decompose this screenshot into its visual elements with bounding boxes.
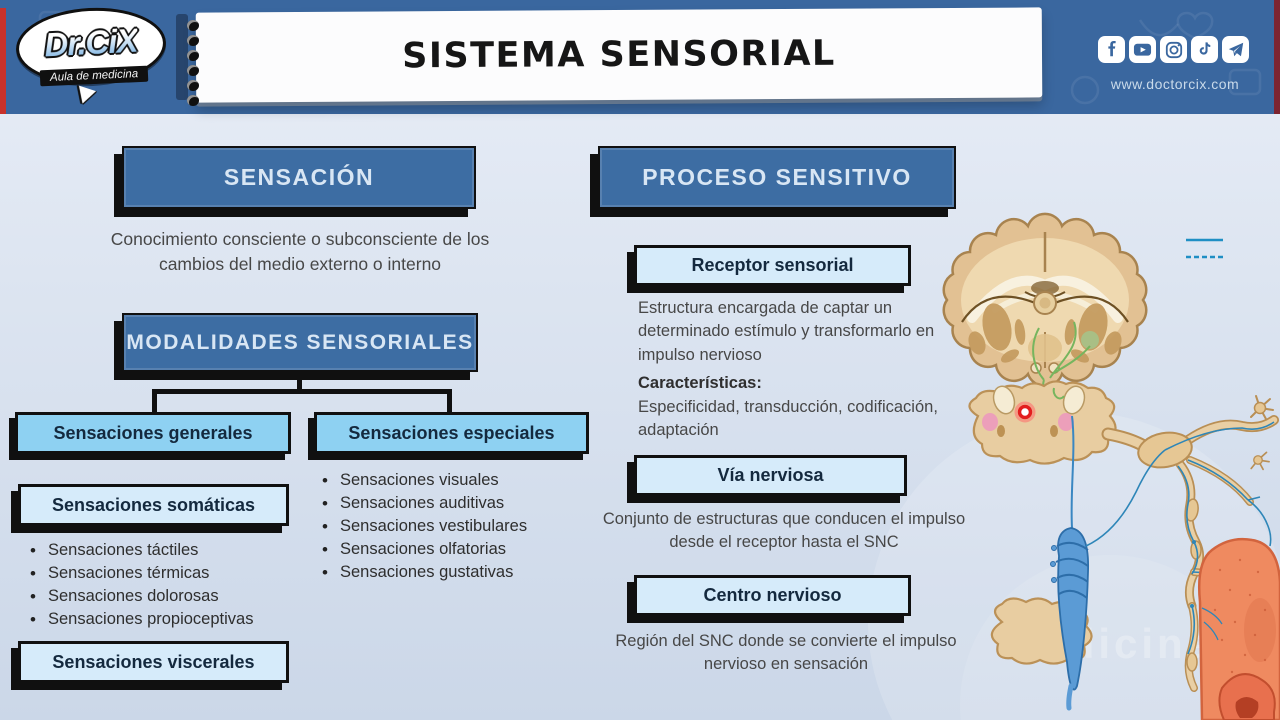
via-label: Vía nerviosa <box>717 465 824 485</box>
red-stripe-left <box>0 8 6 114</box>
list-item: Sensaciones gustativas <box>322 561 592 584</box>
logo-tagline: Aula de medicina <box>39 65 149 87</box>
receptor-box: Receptor sensorial <box>634 245 911 286</box>
logo-brand-text: Dr.CiX <box>43 22 138 71</box>
telegram-icon[interactable] <box>1222 36 1249 63</box>
viscerales-label: Sensaciones viscerales <box>52 651 255 672</box>
list-item: Sensaciones visuales <box>322 469 592 492</box>
tiktok-icon[interactable] <box>1191 36 1218 63</box>
modalidades-title: MODALIDADES SENSORIALES <box>126 330 474 354</box>
highlight-ring <box>1017 404 1033 420</box>
pathway-legend <box>1186 238 1223 259</box>
pons-section <box>968 380 1117 465</box>
instagram-icon[interactable] <box>1160 36 1187 63</box>
tongue <box>1198 537 1280 720</box>
connector-right-drop <box>447 389 452 413</box>
sensacion-header: SENSACIÓN <box>122 146 476 209</box>
generales-box: Sensaciones generales <box>15 412 291 454</box>
website-url[interactable]: www.doctorcix.com <box>1110 76 1240 92</box>
highlight-glow <box>1014 401 1036 423</box>
caracteristicas-label: Características: <box>638 374 762 392</box>
sensacion-title: SENSACIÓN <box>223 164 375 190</box>
spiral-binding <box>176 14 188 100</box>
generales-label: Sensaciones generales <box>53 422 253 443</box>
especiales-label: Sensaciones especiales <box>348 422 555 443</box>
connector-stem <box>297 372 302 392</box>
via-description: Conjunto de estructuras que conducen el … <box>602 510 966 552</box>
receptor-description: Estructura encargada de captar un determ… <box>638 299 935 364</box>
sensacion-description: Conocimiento consciente o subconsciente … <box>110 229 490 274</box>
centro-box: Centro nervioso <box>634 575 911 616</box>
viscerales-box: Sensaciones viscerales <box>18 641 289 683</box>
cortical-target-area <box>1081 331 1099 349</box>
facebook-icon[interactable] <box>1098 36 1125 63</box>
list-item: Sensaciones térmicas <box>30 562 300 585</box>
paper-banner: SISTEMA SENSORIAL <box>195 7 1043 103</box>
via-box: Vía nerviosa <box>634 455 907 496</box>
proceso-header: PROCESO SENSITIVO <box>598 146 956 209</box>
list-item: Sensaciones olfatorias <box>322 538 592 561</box>
connector-bar <box>152 389 452 394</box>
anatomy-illustration: medicina <box>942 212 1280 720</box>
logo-speech-tail <box>73 85 97 107</box>
somaticas-label: Sensaciones somáticas <box>51 494 256 515</box>
modalidades-header: MODALIDADES SENSORIALES <box>122 313 478 372</box>
spiral-hole <box>187 20 199 31</box>
list-item: Sensaciones dolorosas <box>30 585 300 608</box>
proceso-title: PROCESO SENSITIVO <box>642 164 912 190</box>
social-icons <box>1098 36 1249 63</box>
list-item: Sensaciones propioceptivas <box>30 608 300 631</box>
list-item: Sensaciones auditivas <box>322 492 592 515</box>
spinal-nucleus <box>1050 415 1089 711</box>
spiral-hole <box>187 35 199 46</box>
centro-description: Región del SNC donde se convierte el imp… <box>615 632 957 674</box>
somaticas-box: Sensaciones somáticas <box>18 484 289 526</box>
list-item: Sensaciones táctiles <box>30 539 300 562</box>
spiral-hole <box>187 65 199 76</box>
connector-left-drop <box>152 389 157 413</box>
spiral-hole <box>187 95 199 106</box>
spiral-hole <box>187 80 199 91</box>
brand-logo: Dr.CiX Aula de medicina <box>14 4 172 108</box>
centro-label: Centro nervioso <box>703 585 842 605</box>
especiales-box: Sensaciones especiales <box>314 412 589 454</box>
somaticas-list: Sensaciones táctiles Sensaciones térmica… <box>30 539 300 631</box>
red-stripe-right <box>1274 0 1280 114</box>
page-title: SISTEMA SENSORIAL <box>402 33 836 77</box>
list-item: Sensaciones vestibulares <box>322 515 592 538</box>
header-bar: Dr.CiX Aula de medicina SISTEMA SENSORIA… <box>0 0 1280 114</box>
caracteristicas-text: Especificidad, transducción, codificació… <box>638 398 938 440</box>
youtube-icon[interactable] <box>1129 36 1156 63</box>
receptor-label: Receptor sensorial <box>691 255 854 275</box>
spiral-hole <box>187 50 199 61</box>
especiales-list: Sensaciones visuales Sensaciones auditiv… <box>322 469 592 584</box>
brain-coronal-section <box>942 212 1148 396</box>
spiral-holes <box>187 18 201 106</box>
